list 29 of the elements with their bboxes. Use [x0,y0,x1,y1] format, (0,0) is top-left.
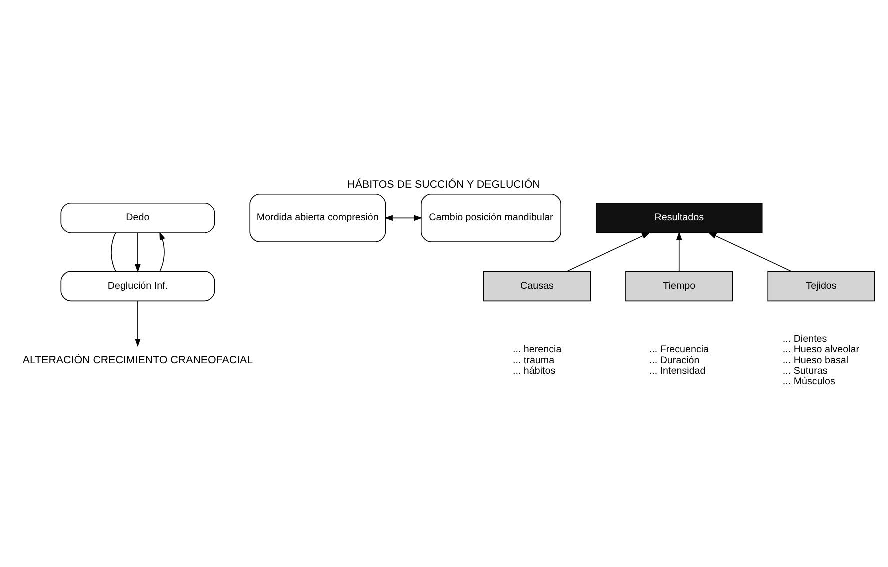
node-label: ... Duración [649,355,700,366]
arrow [384,215,423,222]
diagram-title: HÁBITOS DE SUCCIÓN Y DEGLUCIÓN [348,179,540,192]
node-text: ALTERACIÓN CRECIMIENTO CRANEOFACIAL [22,354,254,367]
node-label: ... hábitos [513,366,556,377]
node-label: ... Hueso alveolar [782,344,860,356]
node-label: ... trauma [513,355,555,366]
arrow [566,232,650,272]
node-box: Mordida abierta compresión [250,194,386,242]
node-box: Deglución Inf. [60,271,216,302]
arrow [135,232,141,273]
node-box: Tejidos [768,271,876,302]
node-label: ... Suturas [782,366,828,377]
node-box: Tiempo [626,271,734,302]
node-label: ... Dientes [782,334,828,345]
arrow [135,300,141,348]
node-box: Dedo [60,203,216,234]
node-label: ... Hueso basal [782,355,849,366]
node-label: ... Intensidad [649,366,706,377]
connector [111,232,116,272]
arrow [676,232,682,272]
node-label: ... Frecuencia [649,344,710,356]
node-box: Cambio posición mandibular [421,194,562,242]
arrow [708,232,792,272]
node-box: Causas [483,271,592,302]
arrow [160,232,166,272]
node-box: Resultados [596,203,763,234]
node-label: ... Músculos [782,376,836,388]
node-label: ... herencia [513,344,562,356]
